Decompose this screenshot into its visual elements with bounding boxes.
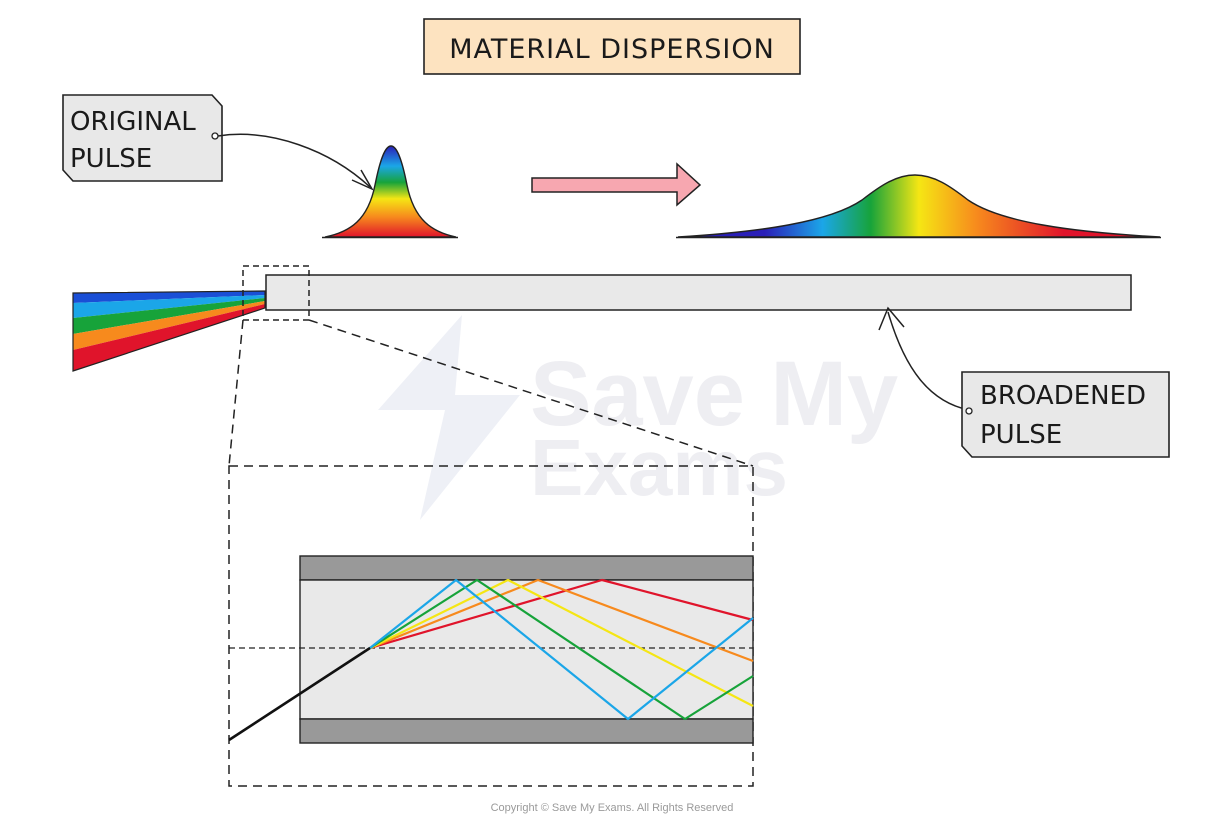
watermark-bolt-icon (378, 315, 520, 520)
original-label-line2: PULSE (70, 144, 152, 174)
title-box: MATERIAL DISPERSION (423, 18, 801, 75)
optical-fibre (265, 274, 1132, 311)
broadened-label-line1: BROADENED (980, 381, 1146, 411)
original-pulse-pointer (217, 133, 371, 188)
magnified-fibre (229, 555, 754, 744)
incident-ray (228, 646, 371, 742)
broadened-pulse-label: BROADENED PULSE (961, 371, 1170, 458)
watermark-line2: Exams (530, 423, 788, 512)
broadened-pulse-arrowhead-icon (878, 306, 905, 331)
dispersed-rays (369, 578, 754, 721)
ray-green (369, 578, 754, 721)
incoming-light-fan (72, 290, 266, 372)
cladding-bottom (299, 718, 754, 744)
watermark-line1: Save My (530, 343, 898, 445)
original-pulse (324, 145, 457, 238)
copyright-notice: Copyright © Save My Exams. All Rights Re… (491, 802, 734, 814)
watermark: Save My Exams (378, 315, 898, 520)
ray-red (369, 578, 754, 650)
original-pulse-arrowhead-icon (351, 169, 374, 191)
broadened-pulse (677, 174, 1161, 238)
broadened-pulse-pointer (887, 311, 970, 411)
original-pulse-label: ORIGINAL PULSE (62, 94, 223, 182)
original-label-line1: ORIGINAL (70, 107, 196, 137)
ray-blue (369, 578, 754, 721)
ray-orange (369, 578, 754, 663)
ray-yellow (369, 578, 754, 707)
cladding-top (299, 555, 754, 581)
zoom-projection-left (228, 319, 244, 467)
page-title: MATERIAL DISPERSION (449, 34, 775, 65)
zoom-projection-right (308, 319, 754, 467)
zoom-region-box (242, 265, 310, 321)
transmission-arrow-icon (531, 162, 702, 207)
broadened-label-line2: PULSE (980, 420, 1062, 450)
